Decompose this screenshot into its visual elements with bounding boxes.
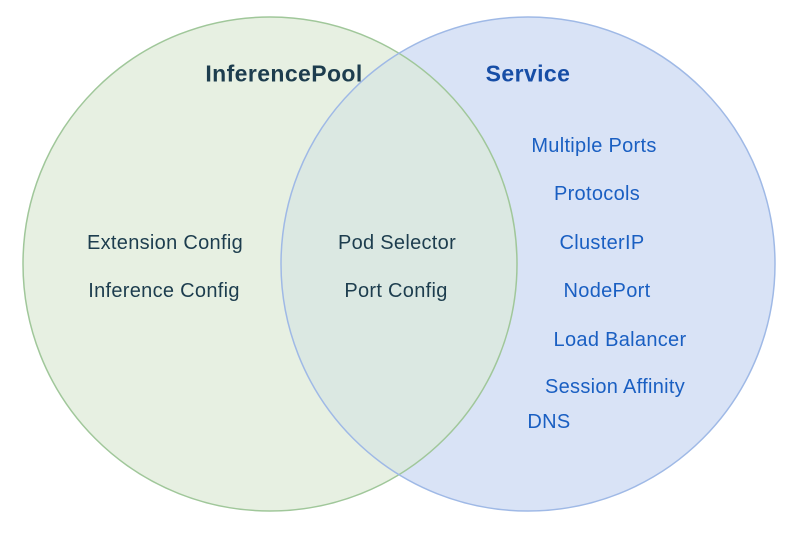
service-title: Service [485,60,571,87]
inferencepool-title: InferencePool [205,60,363,87]
left-item-extension-config: Extension Config [86,232,244,254]
right-item-nodeport: NodePort [563,280,651,302]
overlap-item-port-config: Port Config [344,280,448,302]
right-item-clusterip: ClusterIP [559,232,645,254]
overlap-region [281,17,517,511]
right-item-multiple-ports: Multiple Ports [531,135,657,157]
service-circle-border [280,16,776,512]
right-item-load-balancer: Load Balancer [553,329,687,351]
overlap-item-pod-selector: Pod Selector [337,232,457,254]
right-item-session-affinity: Session Affinity [544,376,686,398]
right-item-protocols: Protocols [553,183,641,205]
left-item-inference-config: Inference Config [88,280,240,302]
right-item-dns: DNS [527,411,571,433]
inferencepool-circle-border [22,16,518,512]
